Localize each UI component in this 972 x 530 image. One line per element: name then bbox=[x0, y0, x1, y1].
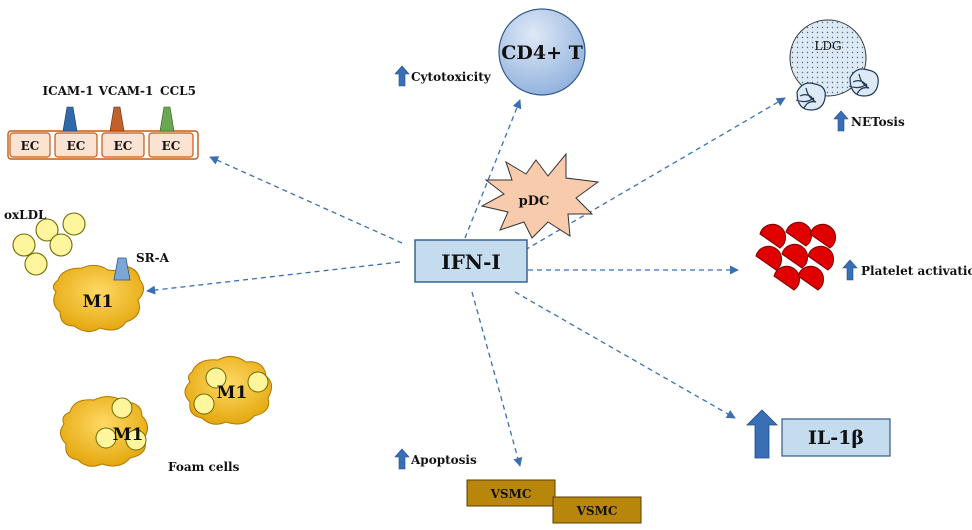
vcam1-icon bbox=[109, 106, 125, 132]
platelets bbox=[755, 221, 837, 291]
ec-label-4: EC bbox=[162, 139, 181, 153]
net-right-icon bbox=[848, 68, 879, 97]
lipid-icon bbox=[24, 252, 48, 276]
big-up-arrow-icon bbox=[746, 409, 778, 459]
platelet-icon bbox=[755, 245, 783, 271]
platelet-icon bbox=[785, 221, 813, 247]
lipid-icon bbox=[205, 367, 227, 389]
lipid-icon bbox=[125, 429, 147, 451]
vcam1-label: VCAM-1 bbox=[98, 84, 154, 98]
foam-m1-label-2: M1 bbox=[217, 383, 248, 403]
platelet-icon bbox=[797, 265, 825, 291]
cd4-t-cell: CD4+ T bbox=[498, 8, 586, 96]
lipid-icon bbox=[111, 397, 133, 419]
netosis-label: NETosis bbox=[851, 115, 905, 129]
oxldl-particles: oxLDL bbox=[4, 208, 86, 276]
il1b-effect: IL-1β bbox=[746, 409, 891, 459]
arrow-to-ec bbox=[209, 156, 403, 244]
lipid-icon bbox=[12, 233, 36, 257]
lipid-icon bbox=[62, 212, 86, 236]
foam-m1-label-1: M1 bbox=[113, 425, 144, 445]
cd4-label: CD4+ T bbox=[501, 42, 583, 64]
arrow-to-vsmc bbox=[471, 291, 523, 467]
ldg-cell: LDG bbox=[789, 19, 879, 111]
up-arrow-icon bbox=[394, 65, 410, 87]
up-arrow-icon bbox=[833, 110, 849, 132]
platelet-icon bbox=[781, 243, 809, 269]
il1b-label: IL-1β bbox=[808, 427, 864, 449]
sr-a-icon bbox=[113, 257, 131, 281]
arrow-to-m1 bbox=[146, 261, 401, 295]
arrow-to-il1b bbox=[514, 291, 736, 419]
ifn-i-label: IFN-I bbox=[441, 250, 501, 274]
ec-label-2: EC bbox=[67, 139, 86, 153]
ccl5-label: CCL5 bbox=[160, 84, 196, 98]
ifn-i-node: IFN-I bbox=[414, 239, 528, 283]
pdc-label: pDC bbox=[519, 194, 550, 209]
apoptosis-effect: Apoptosis bbox=[394, 448, 477, 470]
netosis-effect: NETosis bbox=[833, 110, 905, 132]
sr-a-label: SR-A bbox=[136, 251, 170, 265]
endothelium: EC EC EC EC ICAM-1 VCAM-1 CCL5 bbox=[7, 84, 199, 160]
apoptosis-label: Apoptosis bbox=[410, 453, 477, 467]
ldg-label: LDG bbox=[814, 39, 841, 53]
arrow-to-cd4 bbox=[464, 99, 522, 239]
lipid-icon bbox=[193, 393, 215, 415]
platelet-activation-label: Platelet activation bbox=[861, 264, 972, 278]
lipid-icon bbox=[35, 218, 59, 242]
platelet-icon bbox=[759, 223, 787, 249]
oxldl-label: oxLDL bbox=[4, 208, 47, 222]
foam-cell-1: M1 bbox=[60, 396, 148, 467]
icam1-icon bbox=[62, 106, 78, 132]
platelet-icon bbox=[809, 223, 837, 249]
foam-cell-2: M1 bbox=[184, 356, 272, 425]
m1-label: M1 bbox=[83, 292, 114, 312]
ec-label-3: EC bbox=[114, 139, 133, 153]
ec-label-1: EC bbox=[21, 139, 40, 153]
platelet-icon bbox=[807, 245, 835, 271]
arrows bbox=[146, 97, 786, 467]
lipid-icon bbox=[49, 233, 73, 257]
ccl5-icon bbox=[159, 106, 175, 132]
vsmc-cells: VSMC VSMC bbox=[466, 479, 642, 524]
lipid-icon bbox=[247, 371, 269, 393]
platelet-icon bbox=[773, 265, 801, 291]
lipid-icon bbox=[95, 427, 117, 449]
foam-cells: M1 M1 Foam cells bbox=[60, 356, 272, 474]
pdc-cell: pDC bbox=[480, 152, 600, 239]
m1-macrophage: M1 SR-A bbox=[52, 251, 170, 332]
foam-cells-label: Foam cells bbox=[168, 460, 240, 474]
cytotoxicity-label: Cytotoxicity bbox=[411, 70, 492, 84]
cytotoxicity-effect: Cytotoxicity bbox=[394, 65, 492, 87]
vsmc-label-1: VSMC bbox=[490, 487, 532, 501]
up-arrow-icon bbox=[394, 448, 410, 470]
up-arrow-icon bbox=[842, 259, 858, 281]
platelet-activation-effect: Platelet activation bbox=[842, 259, 972, 281]
vsmc-label-2: VSMC bbox=[576, 504, 618, 518]
icam1-label: ICAM-1 bbox=[42, 84, 93, 98]
net-left-icon bbox=[795, 82, 826, 111]
